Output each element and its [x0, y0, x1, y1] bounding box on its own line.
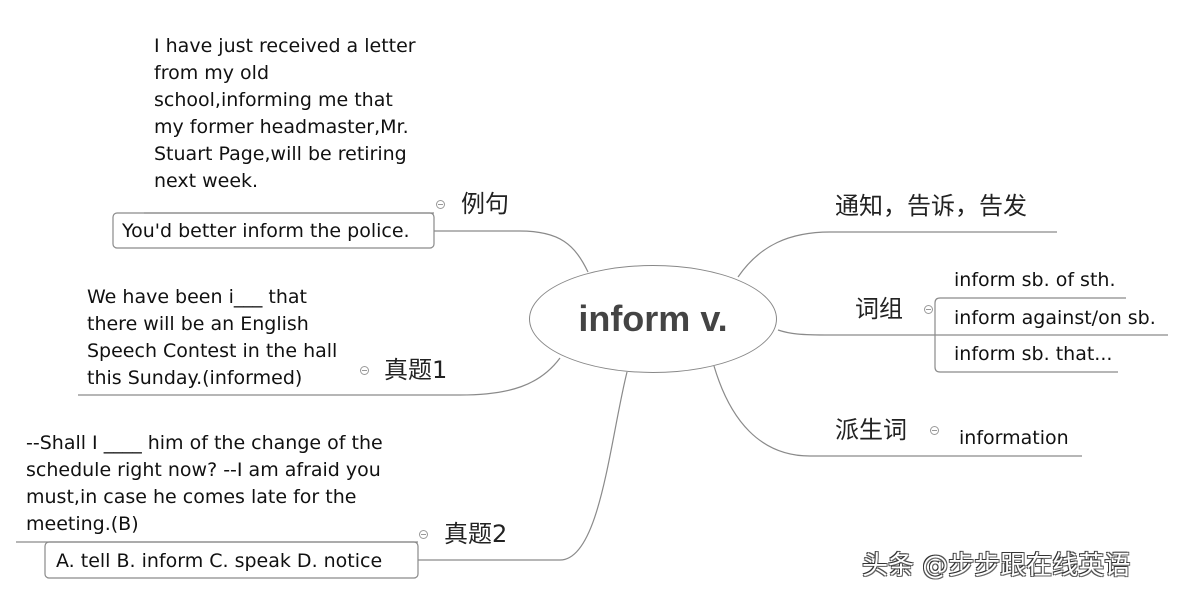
- question-line: must,in case he comes late for the: [26, 486, 357, 508]
- question-line: We have been i___ that: [87, 286, 307, 308]
- example-line: my former headmaster,Mr.: [154, 116, 409, 138]
- branch-exam2[interactable]: 真题2: [444, 520, 508, 548]
- collapse-toggle-icon[interactable]: [930, 426, 939, 435]
- question-line: there will be an English: [87, 313, 309, 335]
- exam2-options[interactable]: A. tell B. inform C. speak D. notice: [56, 550, 383, 572]
- watermark: 头条 @步步跟在线英语: [862, 551, 1131, 581]
- branch-derivatives[interactable]: 派生词: [835, 416, 907, 444]
- question-line: this Sunday.(informed): [87, 367, 303, 389]
- branch-meaning[interactable]: 通知，告诉，告发: [835, 192, 1027, 220]
- branch-examples[interactable]: 例句: [461, 190, 509, 218]
- collapse-toggle-icon[interactable]: [360, 366, 369, 375]
- phrase-item[interactable]: inform sb. that...: [954, 343, 1113, 365]
- question-line: meeting.(B): [26, 513, 139, 535]
- question-line: Speech Contest in the hall: [87, 340, 338, 362]
- question-line: schedule right now? --I am afraid you: [26, 459, 381, 481]
- branch-phrases[interactable]: 词组: [855, 295, 903, 323]
- collapse-toggle-icon[interactable]: [419, 530, 428, 539]
- phrase-item[interactable]: inform sb. of sth.: [954, 269, 1116, 291]
- example-line: from my old: [154, 62, 270, 84]
- central-topic[interactable]: inform v.: [529, 265, 777, 373]
- example-line: I have just received a letter: [154, 35, 416, 57]
- example-line: next week.: [154, 170, 259, 192]
- derivative-item[interactable]: information: [959, 427, 1069, 449]
- question-line: --Shall I ____ him of the change of the: [26, 432, 383, 454]
- central-topic-label: inform v.: [578, 298, 728, 339]
- example-line: school,informing me that: [154, 89, 393, 111]
- example-line: Stuart Page,will be retiring: [154, 143, 407, 165]
- branch-exam1[interactable]: 真题1: [384, 356, 448, 384]
- collapse-toggle-icon[interactable]: [924, 305, 933, 314]
- collapse-toggle-icon[interactable]: [436, 200, 445, 209]
- example-item[interactable]: You'd better inform the police.: [122, 220, 410, 242]
- phrase-item[interactable]: inform against/on sb.: [954, 307, 1156, 329]
